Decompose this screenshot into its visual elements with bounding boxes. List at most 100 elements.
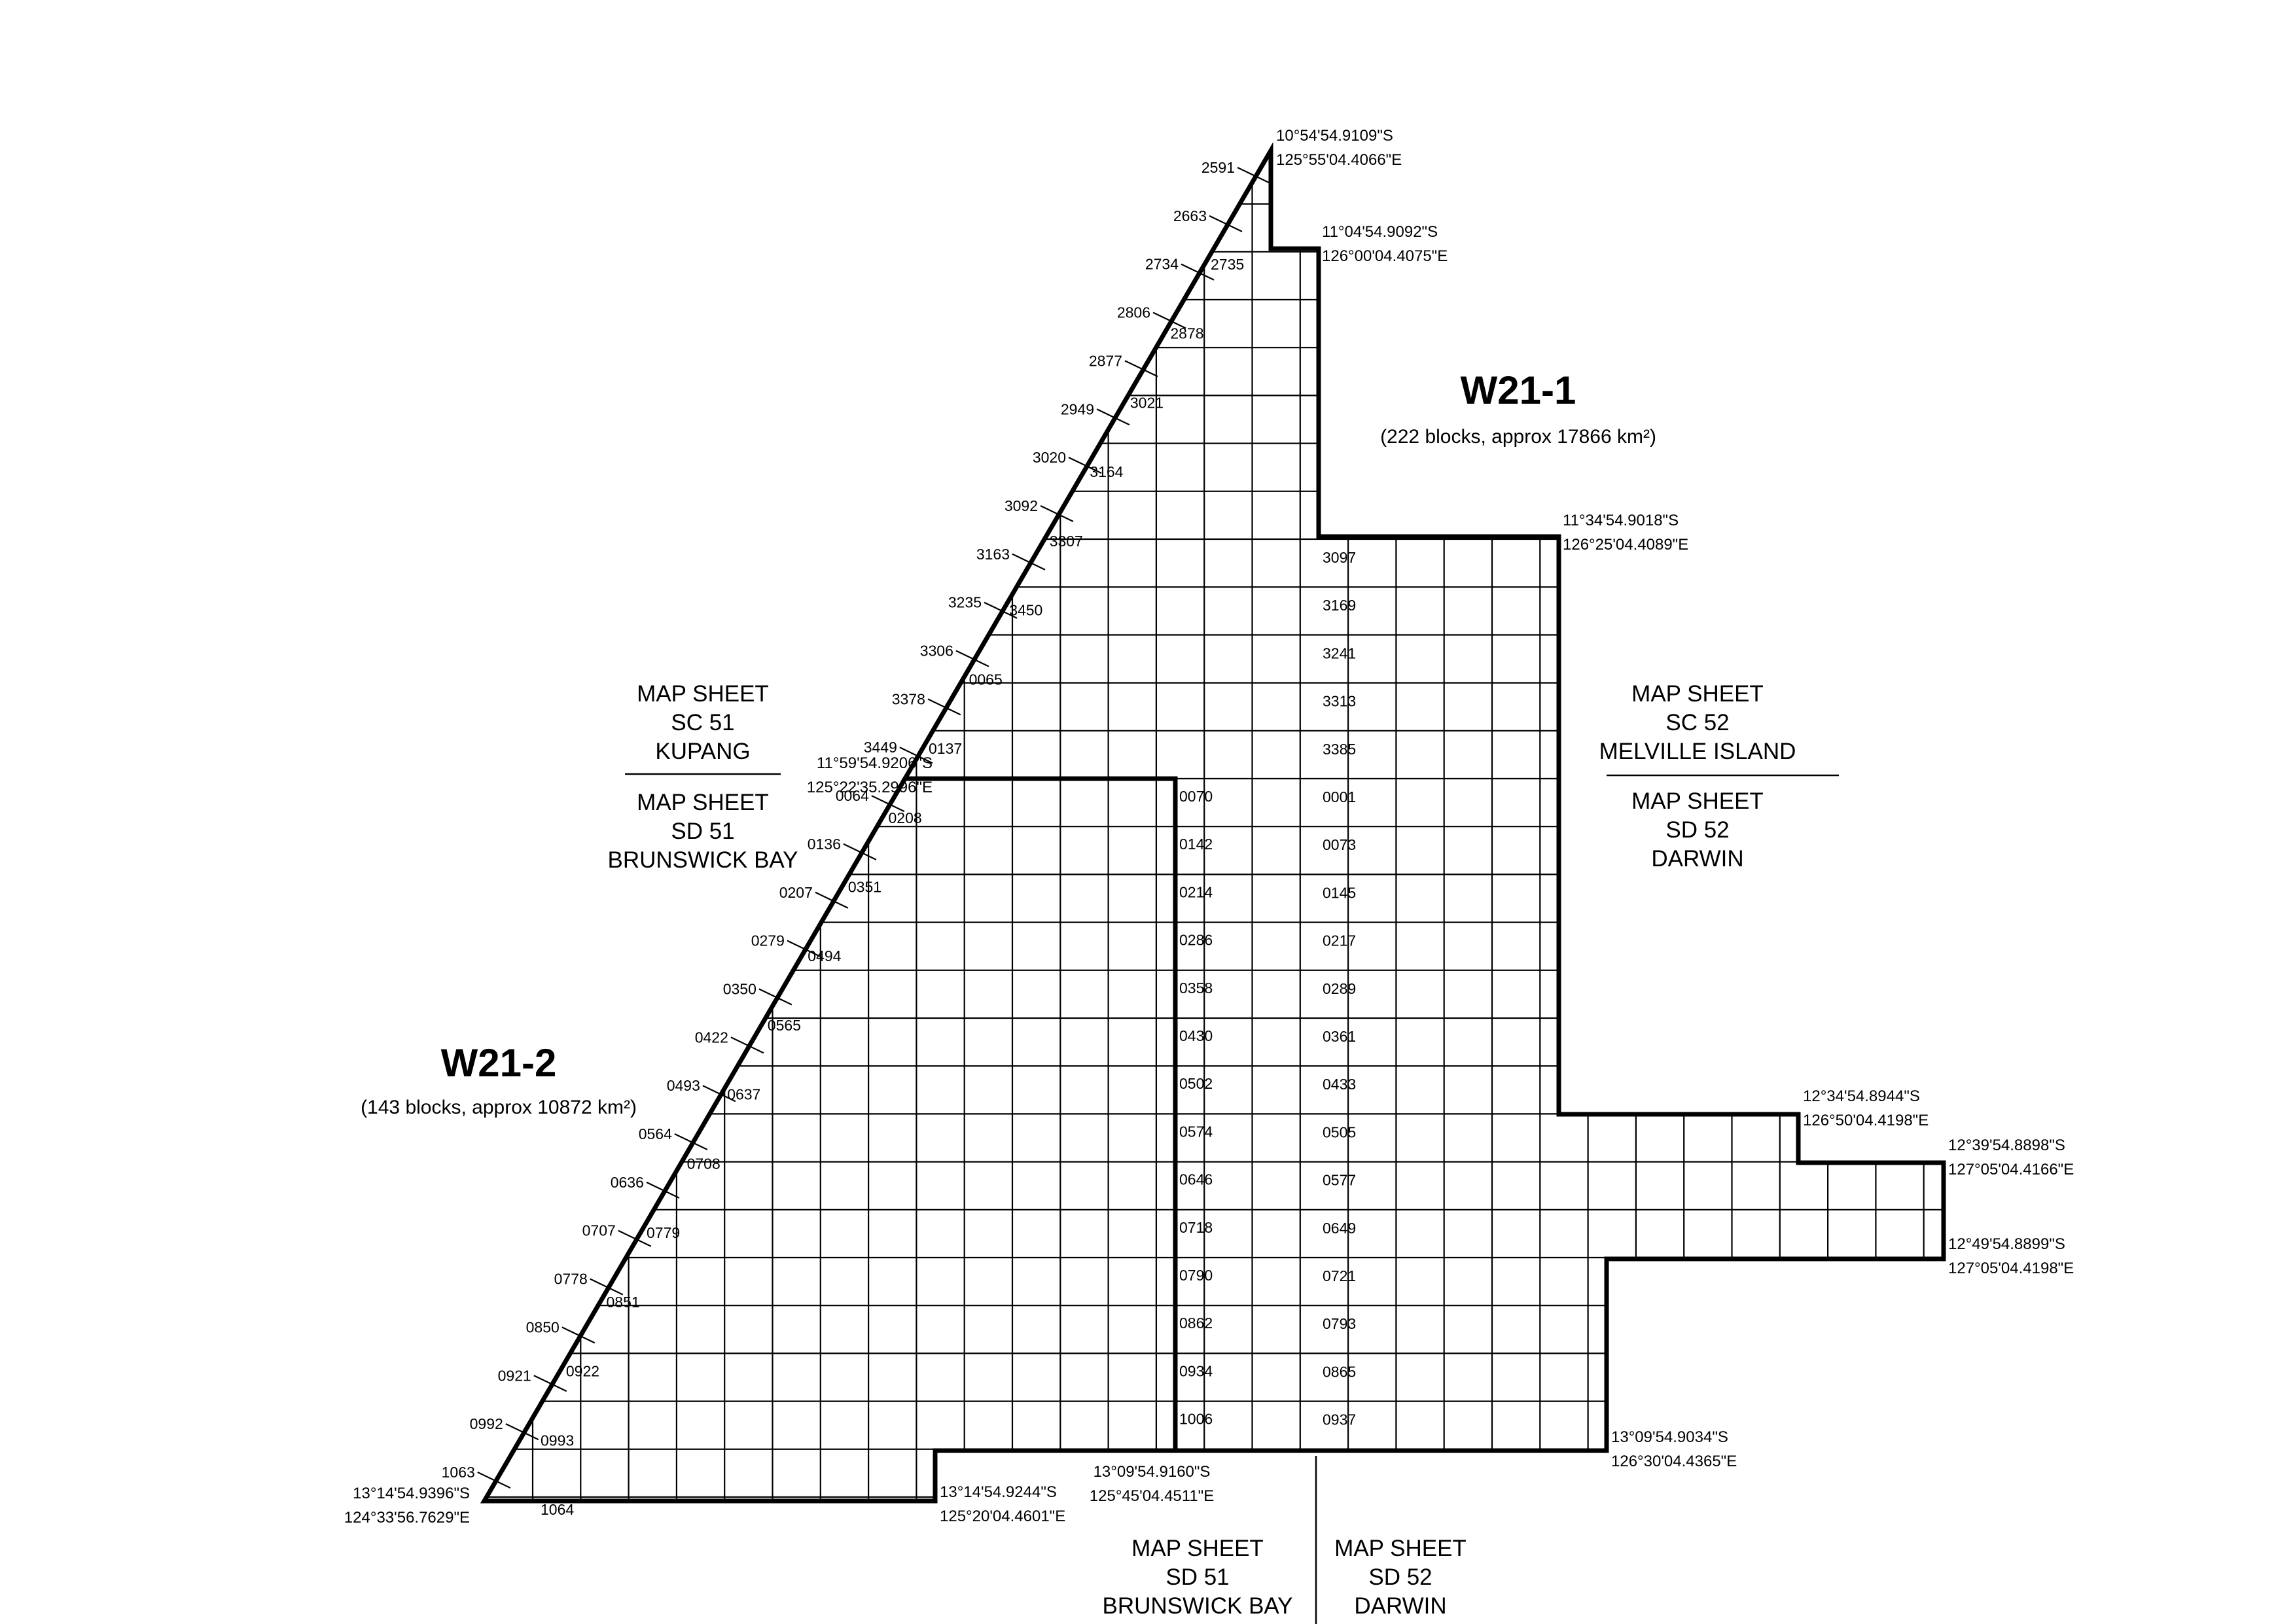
block-number-label: 2663 [1173,207,1207,224]
block-number-label: 3164 [1090,463,1123,480]
block-tick [505,1423,539,1441]
block-number-label: 3378 [892,690,925,707]
sheet-sd51b-line1: MAP SHEET [1131,1536,1264,1561]
block-tick [561,1326,596,1344]
block-number-label: 0065 [969,671,1003,688]
block-number-label: 3021 [1130,394,1164,411]
block-number-label: 0636 [611,1174,644,1191]
block-number-label: 3450 [1009,602,1042,619]
block-tick [702,1085,736,1103]
block-number-label: 0937 [1323,1411,1356,1428]
block-number-label: 2878 [1170,325,1203,342]
block-number-label: 0862 [1179,1315,1213,1332]
block-number-label: 3449 [864,739,897,756]
block-number-label: 0351 [848,879,881,896]
block-number-label: 0934 [1179,1362,1213,1379]
sheet-sc52-line1: MAP SHEET [1631,681,1764,707]
block-number-label: 0001 [1323,788,1356,805]
block-number-label: 0707 [582,1222,616,1239]
coord-step3-lat: 12°49'54.8899"S [1948,1235,2065,1253]
block-tick [927,698,961,716]
block-number-label: 0422 [695,1029,728,1046]
block-number-label: 0136 [808,836,841,853]
coord-split-lat: 11°59'54.9206"S [817,754,933,772]
coord-step-lon: 125°20'04.4601"E [940,1508,1065,1525]
sheet-sc51-line1: MAP SHEET [637,681,769,707]
block-number-label: 3097 [1323,549,1356,566]
coord-step-lat: 13°14'54.9244"S [940,1483,1057,1501]
block-number-label: 0286 [1179,932,1213,949]
block-number-label: 1063 [442,1464,475,1481]
block-number-label: 1006 [1179,1411,1213,1428]
block-number-label: 3092 [1005,497,1038,514]
w21-2-title: W21-2 [441,1041,557,1085]
coord-notch-lat: 11°04'54.9092"S [1322,223,1438,241]
block-number-label: 0073 [1323,836,1356,853]
block-labels: 2591266327342806287729493020309231633235… [442,159,1357,1518]
block-number-label: 2734 [1145,256,1179,273]
block-tick [674,1133,708,1150]
block-number-label: 1064 [541,1501,574,1518]
block-tick [1237,167,1271,184]
block-tick [1040,505,1074,522]
block-number-label: 3020 [1033,449,1066,466]
block-number-label: 0708 [687,1155,721,1172]
block-number-label: 0921 [498,1367,531,1384]
block-tick [984,601,1018,619]
block-number-label: 0350 [723,981,756,998]
coord-step3-lon: 127°05'04.4198"E [1948,1260,2074,1277]
coord-notch-lon: 126°00'04.4075"E [1322,247,1448,265]
block-number-label: 0574 [1179,1123,1213,1140]
coord-south-lon: 125°45'04.4511"E [1090,1487,1214,1505]
sheet-sd52-line3: DARWIN [1651,846,1743,872]
block-number-label: 0502 [1179,1075,1213,1092]
sheet-sd51-line3: BRUNSWICK BAY [607,847,798,873]
block-number-label: 0851 [607,1294,640,1311]
block-number-label: 0646 [1179,1171,1213,1188]
block-number-label: 0494 [808,947,841,964]
coord-se-lon: 126°30'04.4365"E [1611,1453,1737,1470]
block-number-label: 0070 [1179,788,1213,805]
block-number-label: 0505 [1323,1123,1356,1140]
coord-step2-lat: 12°39'54.8898"S [1948,1137,2065,1154]
block-tick [1181,263,1215,281]
sheet-sd51b-line2: SD 51 [1165,1564,1229,1590]
w21-1-info: (222 blocks, approx 17866 km²) [1380,426,1656,448]
block-number-label: 0564 [639,1125,672,1142]
block-tick [1068,457,1102,474]
sheet-sd51-line1: MAP SHEET [637,790,769,815]
block-tick [1096,408,1130,426]
block-number-label: 2806 [1117,304,1150,321]
coord-apex-lat: 10°54'54.9109"S [1276,127,1393,145]
block-tick [899,747,933,764]
block-number-label: 0993 [541,1432,574,1449]
block-number-label: 3169 [1323,597,1356,614]
block-number-label: 3313 [1323,693,1356,710]
block-number-label: 0207 [779,884,813,901]
block-number-label: 0279 [751,932,785,949]
coord-ne-lon: 126°25'04.4089"E [1563,536,1688,554]
block-tick [1124,360,1158,378]
block-tick [477,1472,511,1489]
sheet-sc51-line2: SC 51 [671,710,734,735]
block-tick [758,988,792,1006]
block-number-label: 0208 [889,809,922,826]
coord-sw-lat: 13°14'54.9396"S [353,1485,470,1502]
block-number-label: 0433 [1323,1076,1356,1093]
sheet-sd52b-line1: MAP SHEET [1334,1536,1467,1561]
sheet-sd52-line2: SD 52 [1665,817,1729,843]
block-number-label: 0922 [566,1363,599,1380]
block-number-label: 0865 [1323,1363,1356,1380]
coord-south-lat: 13°09'54.9160"S [1094,1463,1211,1481]
coord-apex-lon: 125°55'04.4066"E [1276,151,1402,169]
block-number-label: 0430 [1179,1027,1213,1044]
coord-ne-lat: 11°34'54.9018"S [1563,512,1679,529]
block-number-label: 3306 [920,643,953,660]
block-number-label: 0137 [929,740,962,757]
sheet-sd51b-line3: BRUNSWICK BAY [1102,1593,1292,1619]
w21-2-boundary [480,776,1178,1504]
coord-se-lat: 13°09'54.9034"S [1611,1428,1728,1446]
block-tick [590,1278,624,1296]
block-number-label: 3241 [1323,644,1356,662]
